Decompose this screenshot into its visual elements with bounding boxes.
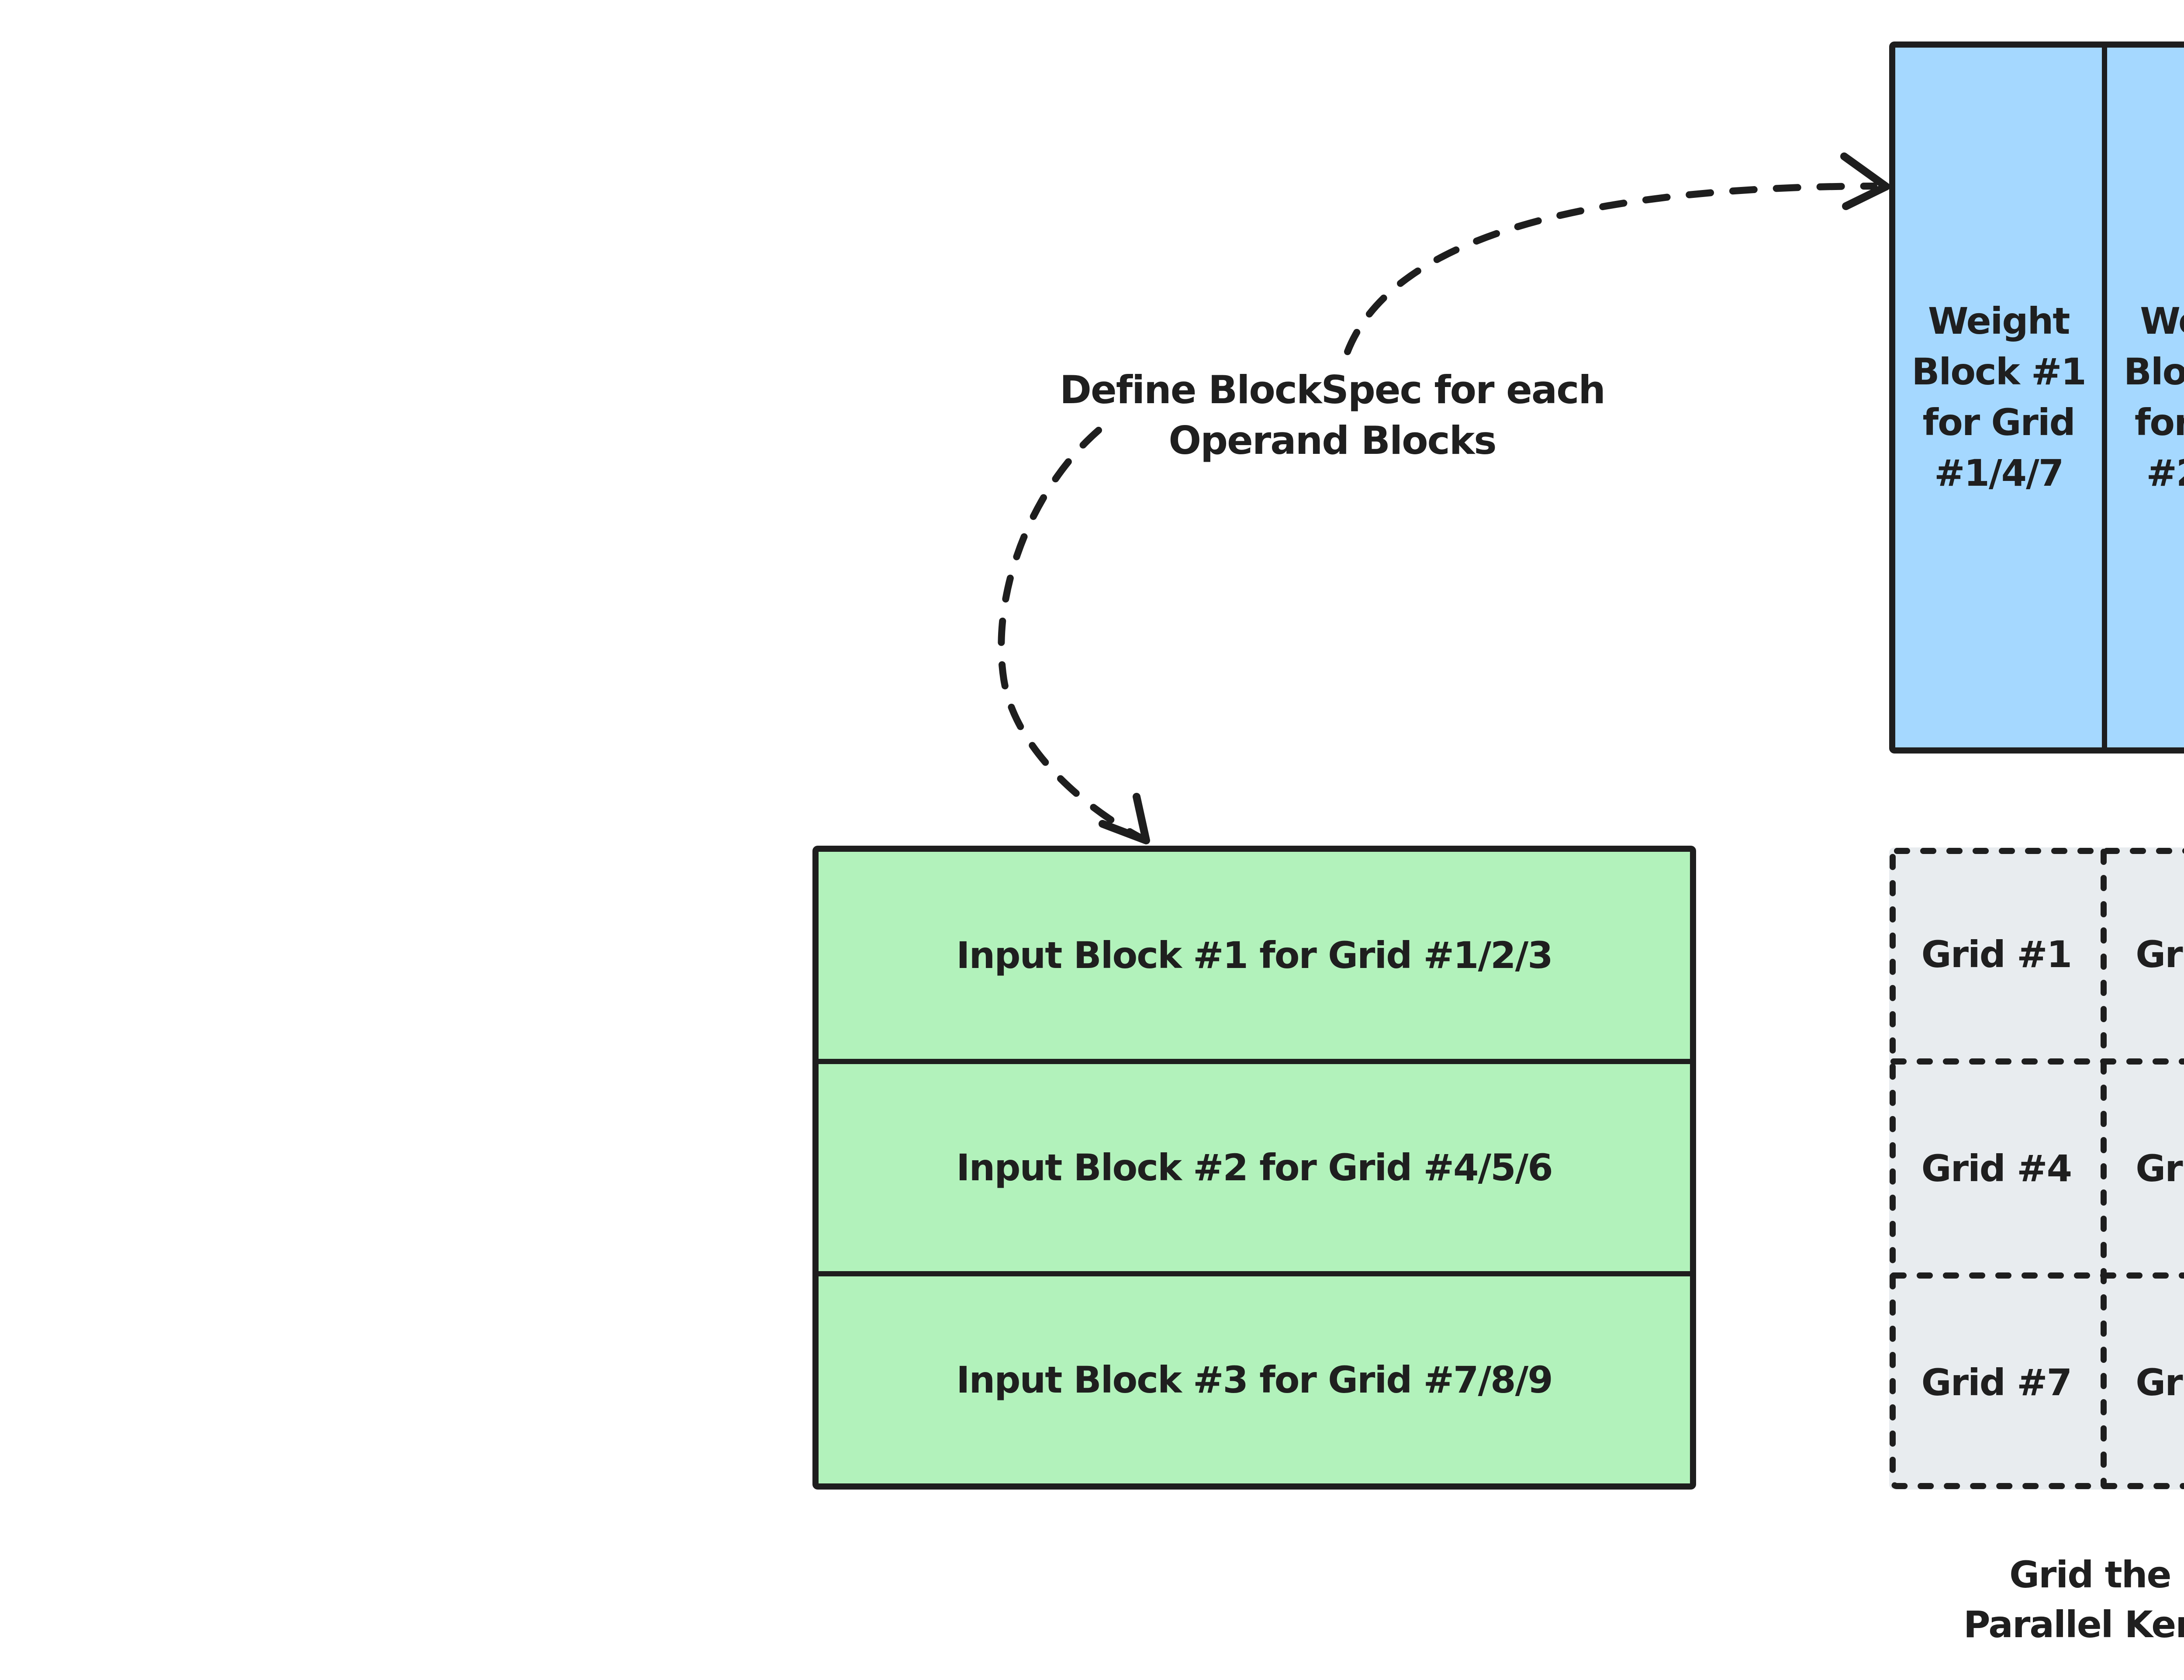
arrow-to-input-blocks [998,427,1143,840]
caption-line-1: Grid the Output into [2009,1553,2184,1596]
output-grid-caption: Grid the Output into Parallel Kernel Pro… [1845,1550,2184,1649]
weight-block-2: Weight Block #2 for Grid #2/5/8 [2107,48,2184,747]
input-block-1: Input Block #1 for Grid #1/2/3 [819,852,1690,1064]
grid-cell-8: Grid #8 [2136,1361,2184,1404]
input-block-2-label: Input Block #2 for Grid #4/5/6 [956,1146,1553,1189]
weight-block-1-line: #1/4/7 [1934,451,2064,494]
caption-line-2: Parallel Kernel Programs [1963,1603,2184,1646]
heading-define-blockspec: Define BlockSpec for each Operand Blocks [1026,365,1638,466]
weight-block-1-line: Weight [1928,300,2070,343]
weight-block-2-line: #2/5/8 [2146,451,2184,494]
weight-block-2-line: Block #2 [2123,350,2184,394]
arrow-down-icon [1099,793,1150,844]
arrow-to-weight-blocks [1344,183,1877,355]
grid-cell-5: Grid #5 [2136,1147,2184,1190]
weight-block-2-line: Weight [2140,300,2184,343]
weight-block-1: Weight Block #1 for Grid #1/4/7 [1895,48,2108,747]
input-block-2: Input Block #2 for Grid #4/5/6 [819,1064,1690,1276]
weight-block-1-line: for Grid [1922,401,2076,444]
input-block-1-label: Input Block #1 for Grid #1/2/3 [956,934,1553,977]
arrow-right-icon [1840,152,1890,210]
input-blocks-box: Input Block #1 for Grid #1/2/3 Input Blo… [812,846,1696,1490]
grid-cell-1: Grid #1 [1921,933,2072,976]
grid-cell-4: Grid #4 [1921,1147,2072,1190]
weight-block-1-line: Block #1 [1911,350,2087,394]
weight-block-2-line: for Grid [2134,401,2184,444]
grid-dashed-border [1890,848,2184,1489]
grid-cell-2: Grid #2 [2136,933,2184,976]
output-grid-box: Grid #1 Grid #2 Grid #3 Grid #4 Grid #5 … [1889,847,2184,1490]
grid-cell-7: Grid #7 [1921,1361,2072,1404]
heading-line-2: Operand Blocks [1168,418,1496,463]
input-block-3: Input Block #3 for Grid #7/8/9 [819,1276,1690,1483]
input-block-3-label: Input Block #3 for Grid #7/8/9 [956,1359,1553,1401]
weight-blocks-box: Weight Block #1 for Grid #1/4/7 Weight B… [1889,41,2184,754]
output-grid-cells: Grid #1 Grid #2 Grid #3 Grid #4 Grid #5 … [1889,847,2184,1490]
heading-line-1: Define BlockSpec for each [1059,367,1606,412]
